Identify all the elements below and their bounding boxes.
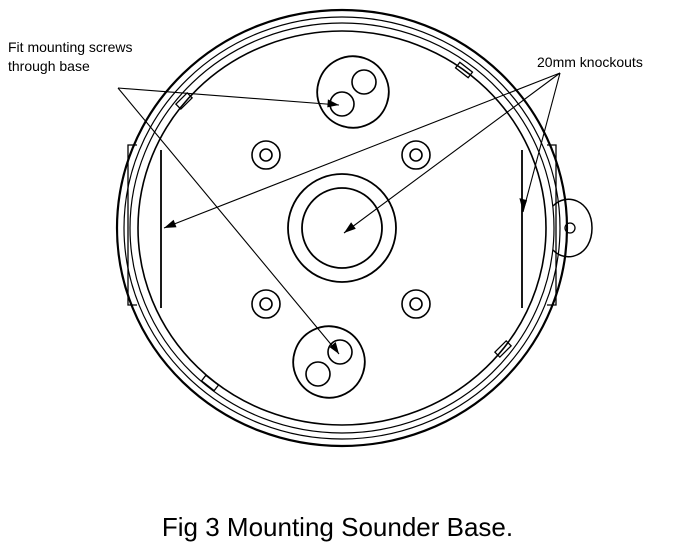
callout-knockouts: 20mm knockouts — [537, 54, 643, 70]
keyhole-slot-top — [316, 55, 390, 129]
side-lug — [552, 198, 593, 258]
callout-mounting-screws-line2: through base — [8, 58, 90, 74]
arrowheads — [164, 99, 528, 354]
mounting-holes — [251, 140, 431, 319]
lug-hole — [564, 222, 576, 234]
keyhole-slot-bottom — [292, 325, 366, 399]
base-outer-body — [115, 8, 593, 448]
callout-mounting-screws: Fit mounting screws through base — [8, 38, 132, 76]
inner-wall — [137, 30, 547, 426]
rim-notches — [174, 61, 513, 392]
outer-rim — [115, 8, 569, 448]
callout-mounting-screws-line1: Fit mounting screws — [8, 39, 133, 55]
central-knockout — [287, 173, 397, 283]
side-knockout-flats — [160, 150, 523, 308]
leader-lines — [117, 72, 561, 355]
figure-caption: Fig 3 Mounting Sounder Base. — [161, 512, 514, 542]
